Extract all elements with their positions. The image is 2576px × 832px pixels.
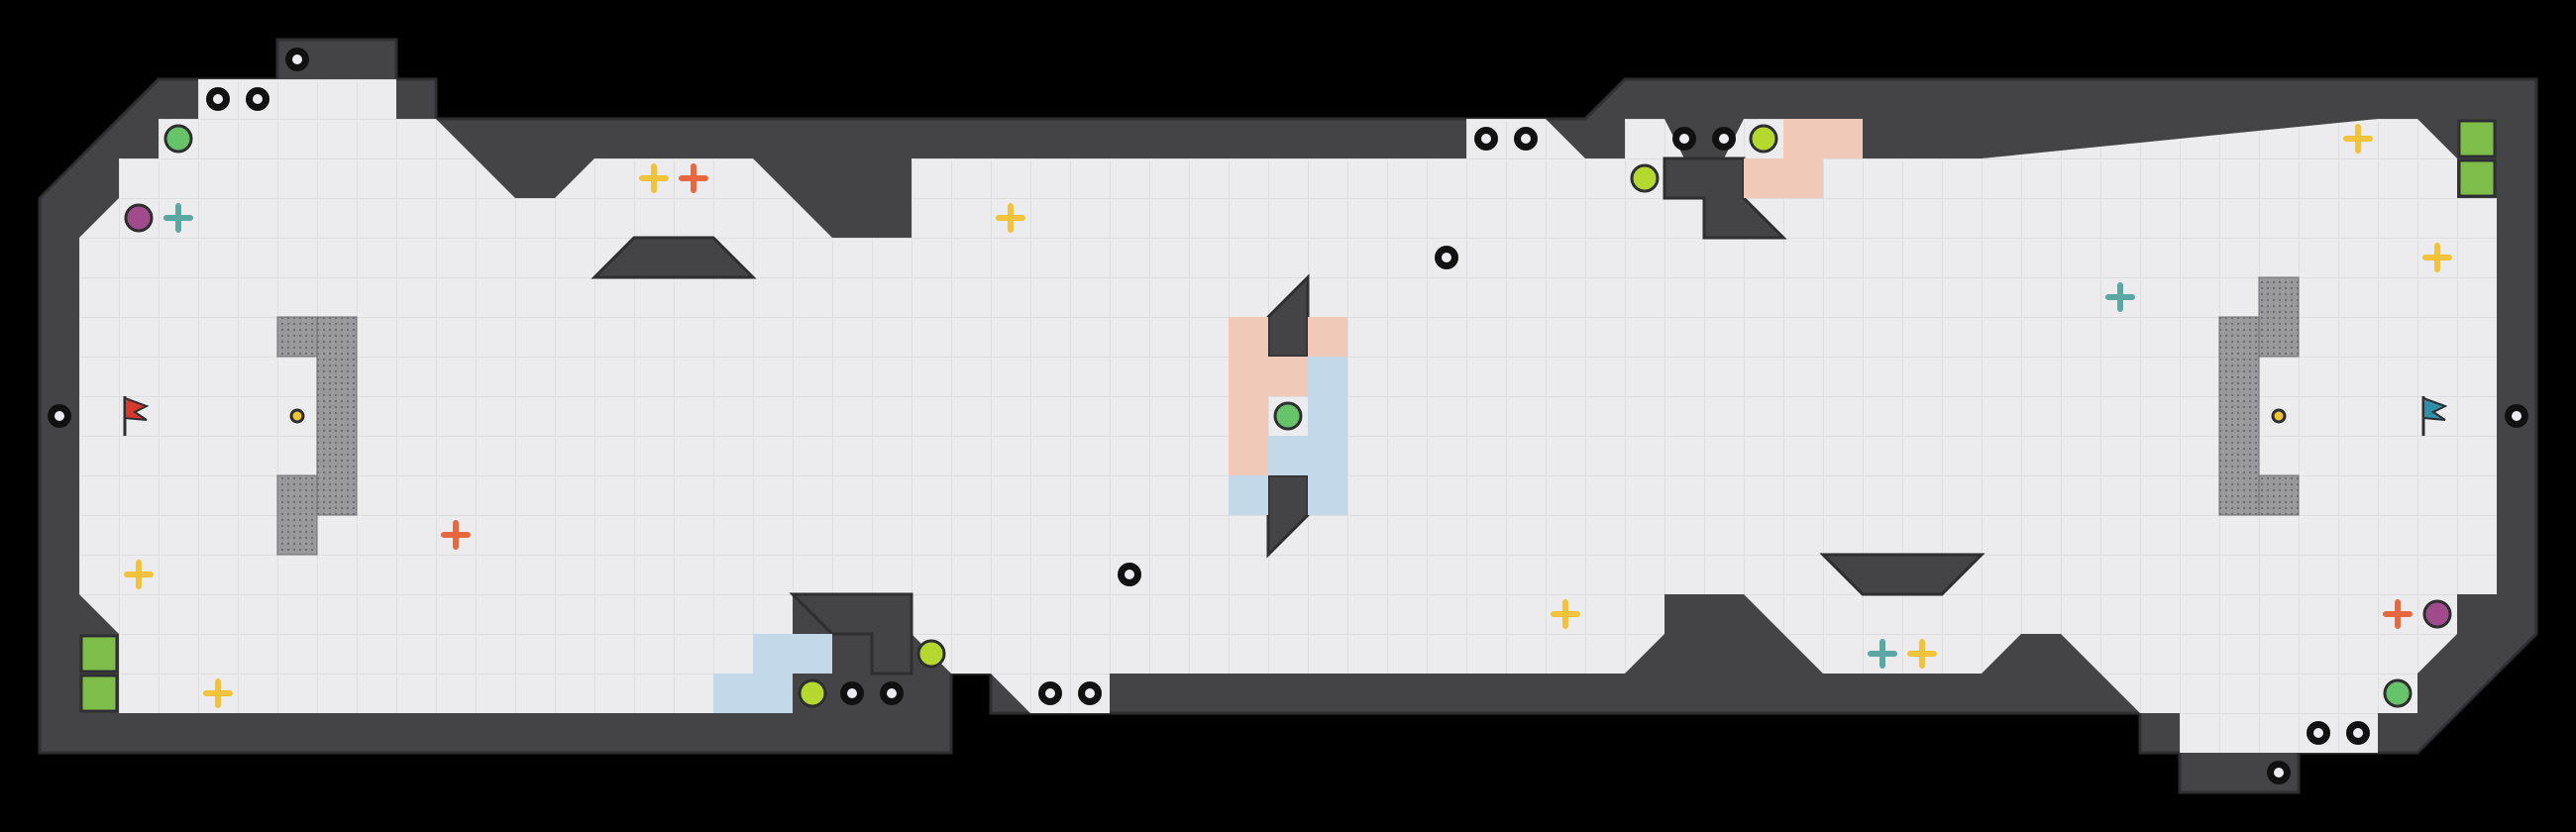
powerup-icon	[2105, 282, 2135, 312]
powerup-icon	[996, 203, 1025, 233]
boost-pad-icon	[2258, 276, 2300, 358]
spike-icon	[246, 87, 269, 111]
orb-icon	[1273, 401, 1303, 431]
token-icon	[2271, 408, 2287, 424]
boost-pad-icon	[276, 474, 318, 556]
spike-icon	[1514, 127, 1538, 151]
spike-icon	[880, 681, 904, 705]
spikes	[48, 48, 2528, 784]
token-icon	[289, 408, 305, 424]
portal-icon	[2457, 119, 2497, 158]
spike-icon	[1118, 563, 1141, 586]
orb-icon	[2383, 678, 2413, 708]
orbs	[124, 124, 2452, 708]
floor-right-strip	[2457, 198, 2497, 594]
spike-icon	[2346, 721, 2370, 745]
team-zones	[713, 119, 1863, 713]
spike-icon	[1078, 681, 1102, 705]
bomb-icon	[798, 678, 827, 708]
spike-icon	[48, 404, 71, 428]
powerup-icon	[441, 520, 471, 550]
red-zone-center	[1229, 317, 1347, 475]
powerup-icon	[1868, 639, 1897, 669]
powerup-icon	[639, 163, 669, 193]
spike-icon	[840, 681, 864, 705]
blue-flag-icon	[2421, 396, 2448, 436]
spike-icon	[2267, 761, 2291, 784]
powerup-icon	[1907, 639, 1937, 669]
spike-icon	[285, 48, 309, 71]
powerups	[124, 124, 2452, 708]
powerup-icon	[124, 560, 154, 589]
portal-icon	[79, 674, 119, 713]
bomb-icon	[1630, 163, 1660, 193]
spike-icon	[1474, 127, 1498, 151]
blue-zone-bottom-left	[713, 634, 832, 713]
powerup-icon	[2383, 599, 2413, 629]
bombs	[798, 124, 1778, 708]
spike-icon	[2307, 721, 2330, 745]
blue-zone-center	[1229, 357, 1347, 515]
boost-pad-icon	[2218, 316, 2260, 516]
floor-left-strip	[79, 238, 119, 594]
spike-icon	[1672, 127, 1696, 151]
boost-pad-icon	[2258, 474, 2300, 516]
boost-pads	[276, 276, 2300, 556]
spike-icon	[206, 87, 230, 111]
powerup-icon	[203, 678, 233, 708]
powerup-icon	[2343, 124, 2373, 154]
portals	[79, 119, 2497, 713]
pill-powerup-icon	[124, 203, 154, 233]
spike-icon	[1435, 246, 1458, 269]
powerup-icon	[679, 163, 708, 193]
orb-icon	[163, 124, 193, 154]
red-zone-top-right	[1744, 119, 1863, 198]
obstacle-right-ramp	[1819, 553, 1986, 596]
powerup-icon	[1551, 599, 1580, 629]
boost-pad-icon	[316, 316, 358, 516]
powerup-icon	[2422, 243, 2452, 272]
spike-icon	[1712, 127, 1736, 151]
obstacle-top-left-ramp	[590, 236, 757, 279]
pill-powerup-icon	[2422, 599, 2452, 629]
powerup-icon	[163, 203, 193, 233]
red-flag-icon	[123, 396, 150, 436]
spike-icon	[1038, 681, 1062, 705]
boost-pad-icon	[276, 316, 318, 358]
bomb-icon	[916, 639, 946, 669]
bomb-icon	[1749, 124, 1778, 154]
portal-icon	[79, 634, 119, 674]
spike-icon	[2505, 404, 2528, 428]
portal-icon	[2457, 158, 2497, 198]
